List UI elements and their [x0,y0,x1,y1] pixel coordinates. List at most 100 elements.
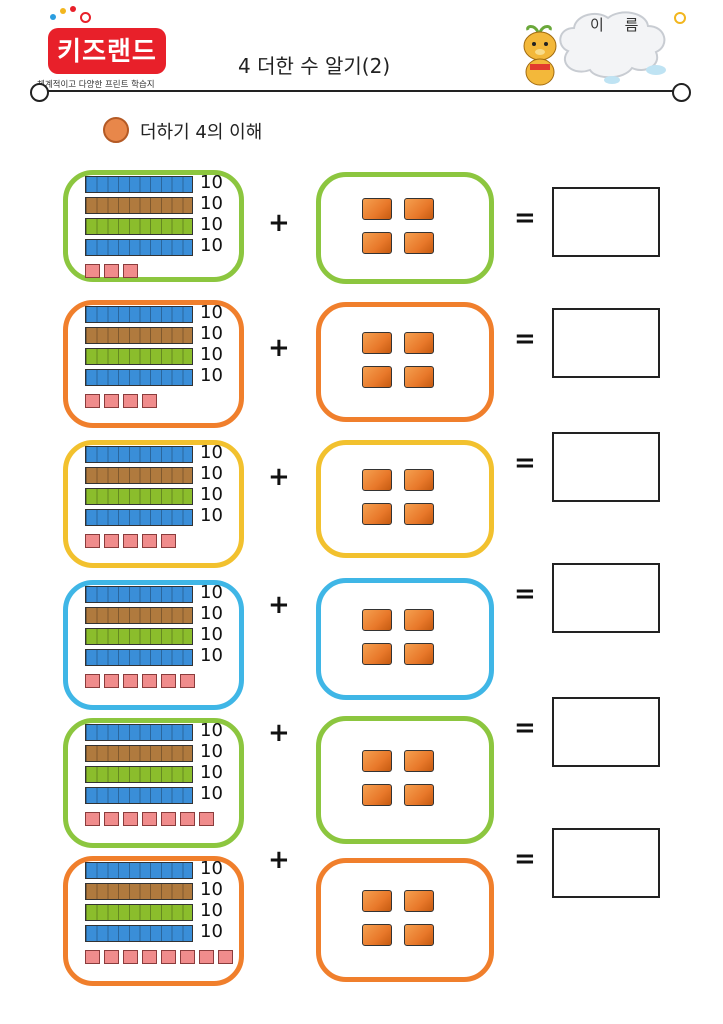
unit-cube [142,950,157,964]
plus-sign: + [268,462,290,492]
ten-rod [85,628,193,645]
unit-cube [142,394,157,408]
page-title: 4 더한 수 알기(2) [238,54,391,78]
unit-cube [104,394,119,408]
addend-frame [316,302,494,422]
ten-rod [85,724,193,741]
addend-frame [316,858,494,982]
unit-cube [104,812,119,826]
orange-cube [362,366,392,388]
equals-sign: = [514,579,536,609]
answer-box[interactable] [552,697,660,767]
unit-cube [123,674,138,688]
equals-sign: = [514,324,536,354]
logo-sparkles [50,6,100,26]
orange-cube [404,332,434,354]
section-subtitle: 더하기 4의 이해 [140,122,263,143]
equals-sign: = [514,713,536,743]
ten-rod-label: 10 [200,505,223,526]
rule-end-right [672,83,691,102]
addend-frame [316,440,494,558]
ten-rod [85,306,193,323]
orange-cube [404,232,434,254]
tens-ones-frame [63,718,244,848]
tens-ones-frame [63,300,244,428]
ten-rod [85,883,193,900]
plus-sign: + [268,333,290,363]
unit-cube [85,394,100,408]
orange-cube [404,750,434,772]
ten-rod-label: 10 [200,365,223,386]
unit-cube [123,534,138,548]
equals-sign: = [514,448,536,478]
tens-ones-frame [63,170,244,282]
orange-cube [362,784,392,806]
unit-cube [180,812,195,826]
ten-rod [85,745,193,762]
unit-cube [85,264,100,278]
unit-cube [104,950,119,964]
ten-rod [85,607,193,624]
ten-rod [85,348,193,365]
ten-rod-label: 10 [200,645,223,666]
ten-rod [85,197,193,214]
answer-box[interactable] [552,828,660,898]
ten-rod-label: 10 [200,344,223,365]
unit-cube [123,950,138,964]
orange-cube [362,469,392,491]
rule-end-left [30,83,49,102]
button-icon [103,117,129,143]
unit-cube [180,674,195,688]
unit-cube [123,812,138,826]
answer-box[interactable] [552,187,660,257]
orange-cube [362,609,392,631]
tens-ones-frame [63,440,244,568]
orange-cube [404,784,434,806]
orange-cube [404,609,434,631]
unit-cube [180,950,195,964]
ten-rod [85,925,193,942]
ten-rod-label: 10 [200,921,223,942]
orange-cube [404,366,434,388]
ten-rod [85,649,193,666]
orange-cube [404,643,434,665]
equals-sign: = [514,203,536,233]
unit-cube [161,950,176,964]
ten-rod [85,218,193,235]
answer-box[interactable] [552,432,660,502]
ten-rod [85,586,193,603]
orange-cube [404,503,434,525]
unit-cube [161,812,176,826]
unit-cube [85,674,100,688]
ten-rod-label: 10 [200,582,223,603]
bear-mascot-icon [518,22,562,86]
unit-cube [123,264,138,278]
orange-cube [404,890,434,912]
ten-rod-label: 10 [200,879,223,900]
unit-cube [142,812,157,826]
ten-rod [85,509,193,526]
orange-cube [362,924,392,946]
answer-box[interactable] [552,308,660,378]
ten-rod-label: 10 [200,624,223,645]
orange-cube [404,469,434,491]
unit-cube [104,534,119,548]
ten-rod-label: 10 [200,193,223,214]
orange-cube [362,643,392,665]
tens-ones-frame [63,580,244,710]
tens-ones-frame [63,856,244,986]
orange-cube [404,198,434,220]
ten-rod-label: 10 [200,172,223,193]
answer-box[interactable] [552,563,660,633]
addend-frame [316,578,494,700]
plus-sign: + [268,718,290,748]
ten-rod-label: 10 [200,900,223,921]
orange-cube [362,890,392,912]
ten-rod-label: 10 [200,463,223,484]
ten-rod [85,862,193,879]
ten-rod [85,467,193,484]
unit-cube [218,950,233,964]
unit-cube [85,534,100,548]
ten-rod [85,787,193,804]
equals-sign: = [514,844,536,874]
